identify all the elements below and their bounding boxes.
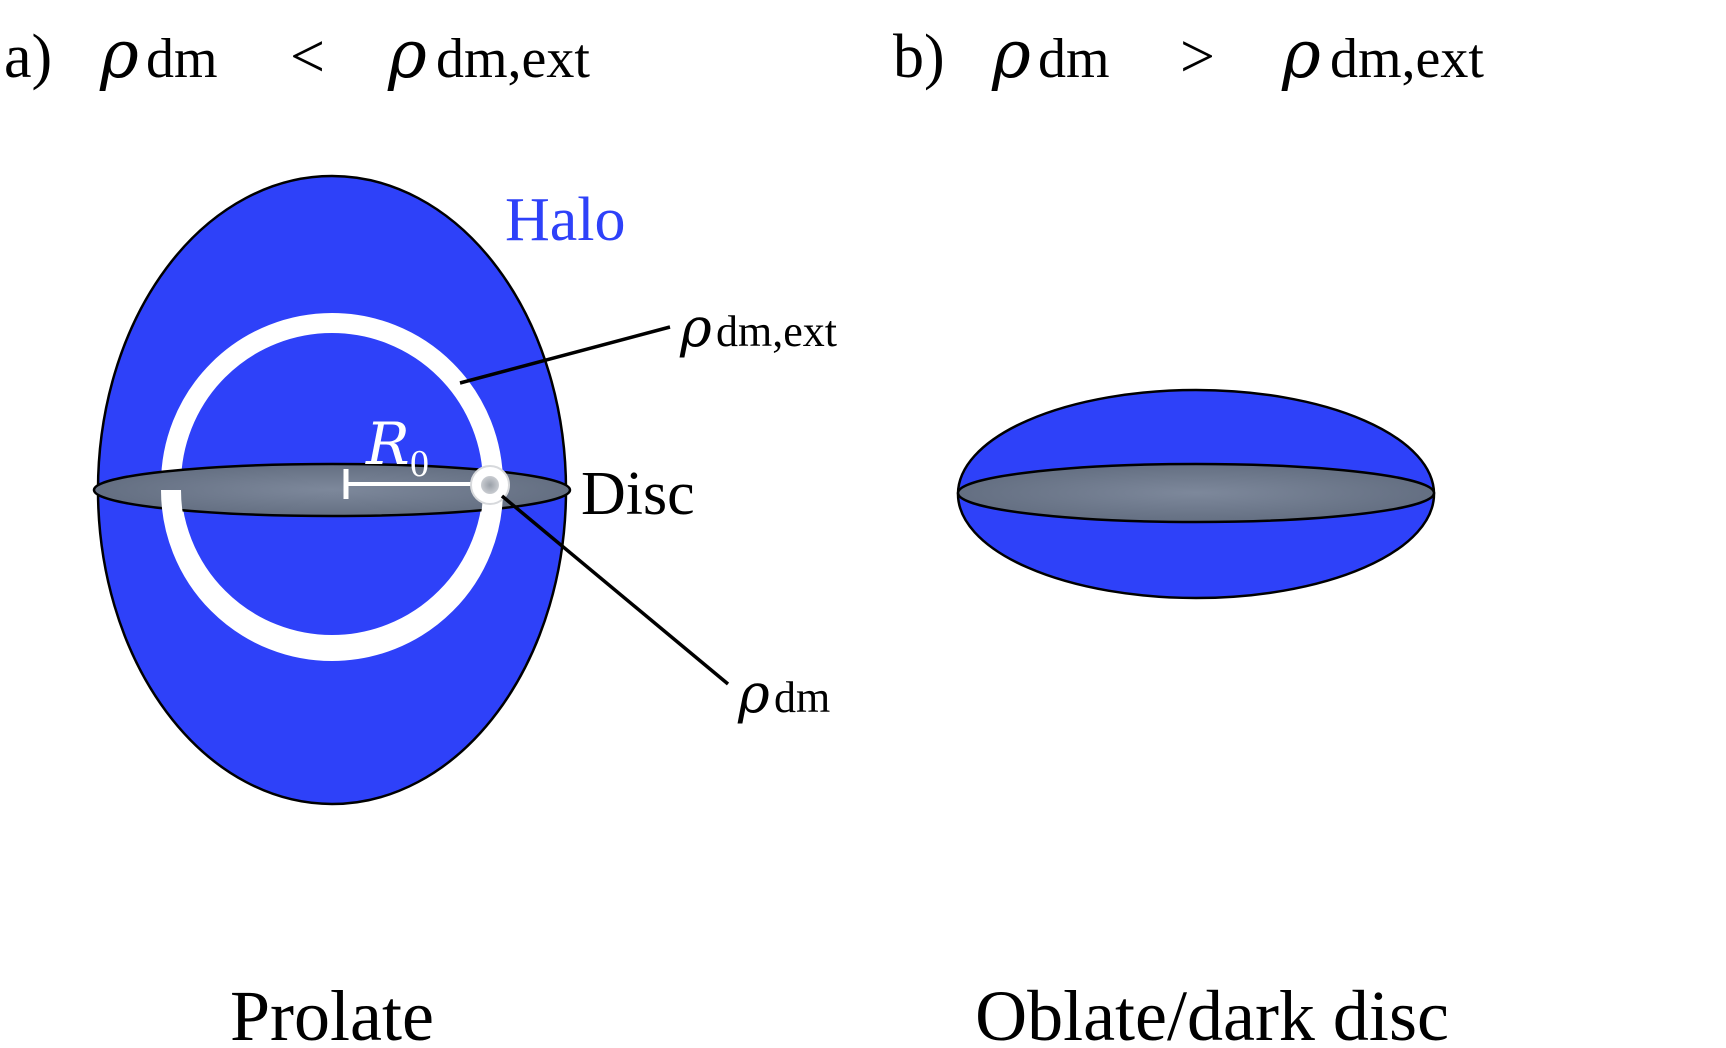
panel-b-heading: b) ρ dm > ρ dm,ext — [893, 16, 1484, 93]
panel-b-operator: > — [1180, 23, 1215, 91]
callout-dm-sub: dm — [774, 673, 830, 722]
oblate-halo-group — [956, 388, 1436, 600]
r0-label-sub: 0 — [410, 443, 429, 485]
panel-a-label: a) — [4, 23, 52, 91]
panel-b-lhs-sub: dm — [1038, 28, 1110, 90]
panel-a-rhs-symbol: ρ — [387, 16, 427, 93]
disc-label: Disc — [581, 460, 695, 528]
panel-b-rhs-symbol: ρ — [1281, 16, 1321, 93]
solar-radius-ring-front — [161, 489, 503, 661]
caption-prolate: Prolate — [230, 976, 434, 1048]
sun-position-core — [481, 476, 499, 494]
panel-a-operator: < — [290, 23, 325, 91]
galactic-disc — [92, 462, 572, 518]
panel-a-rhs-sub: dm,ext — [436, 28, 590, 90]
panel-a-lhs-sub: dm — [146, 28, 218, 90]
r0-label-symbol: R — [365, 410, 410, 478]
panel-b-label: b) — [893, 23, 945, 91]
callout-dm-ext-symbol: ρ — [679, 296, 712, 359]
caption-oblate: Oblate/dark disc — [975, 976, 1449, 1048]
callout-dm-ext-sub: dm,ext — [716, 307, 837, 356]
halo-label: Halo — [505, 186, 626, 254]
panel-a-lhs-symbol: ρ — [99, 16, 139, 93]
callout-line-dm-ext — [459, 325, 671, 385]
dark-disc — [956, 462, 1436, 524]
callout-line-dm — [500, 494, 730, 686]
panel-b-rhs-sub: dm,ext — [1330, 28, 1484, 90]
panel-a-heading: a) ρ dm < ρ dm,ext — [4, 16, 590, 93]
callout-dm-symbol: ρ — [737, 662, 770, 725]
panel-b-lhs-symbol: ρ — [991, 16, 1031, 93]
prolate-halo-group: R 0 Halo Disc ρ dm,ext ρ dm — [92, 174, 837, 806]
